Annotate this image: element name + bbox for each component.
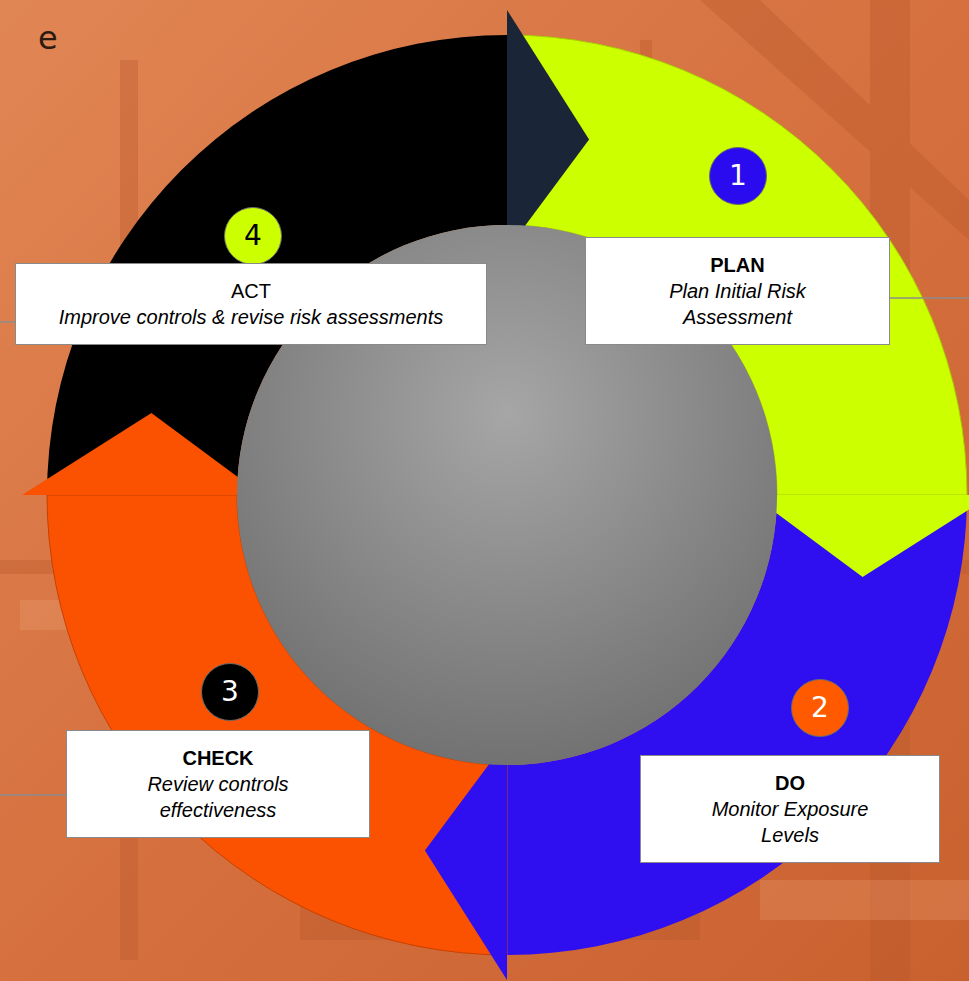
step-number: 2 [811,694,829,722]
step-number-circle: 4 [224,207,282,265]
step-number-circle: 1 [709,147,767,205]
act-arrowhead [507,10,589,250]
step-box: ACTImprove controls & revise risk assess… [15,263,487,345]
step-heading: DO [691,770,889,796]
step-description: Improve controls & revise risk assessmen… [56,304,446,330]
step-box: CHECKReview controls effectiveness [66,730,370,838]
step-number: 4 [244,222,262,250]
step-box: PLANPlan Initial Risk Assessment [585,237,890,345]
plan-arrowhead [752,495,969,577]
step-number: 3 [221,678,239,706]
step-heading: ACT [56,278,446,304]
leader-line [0,321,15,323]
step-description: Monitor Exposure Levels [691,796,889,848]
step-description: Plan Initial Risk Assessment [636,278,839,330]
step-heading: CHECK [117,745,319,771]
step-number-circle: 3 [201,663,259,721]
leader-line [0,794,66,796]
cropped-heading-text: e [38,22,58,54]
step-box: DOMonitor Exposure Levels [640,755,940,863]
leader-line [890,297,969,299]
do-arrowhead [425,740,507,980]
step-description: Review controls effectiveness [117,771,319,823]
check-arrowhead [22,413,262,495]
step-number-circle: 2 [791,679,849,737]
step-heading: PLAN [636,252,839,278]
step-number: 1 [729,162,747,190]
